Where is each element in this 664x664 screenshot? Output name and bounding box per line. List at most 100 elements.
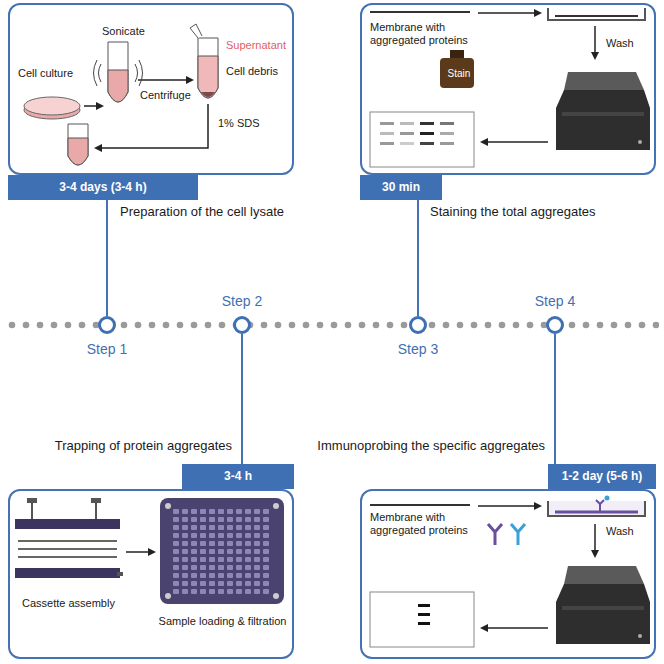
scanner [556, 584, 650, 644]
step-marker: Step 1 [98, 316, 116, 334]
illustration-part [420, 142, 434, 145]
dot-blot-apparatus [273, 593, 279, 599]
centrifuge-tube [198, 56, 218, 98]
scanner [562, 112, 644, 116]
process-panel: 3-4 days (3-4 h)Preparation of the cell … [8, 3, 294, 175]
text-label: Centrifuge [140, 89, 191, 102]
centrifuge-tube [190, 24, 218, 98]
process-arrow [96, 104, 208, 148]
dot-blot-apparatus [160, 498, 284, 604]
connector-line [417, 200, 419, 316]
step-label: Step 1 [87, 341, 127, 357]
cassette [27, 498, 37, 503]
tray [555, 511, 638, 514]
process-arrow [482, 141, 548, 143]
process-panel: 30 minStaining the total aggregatesMembr… [360, 3, 656, 175]
process-arrow [138, 79, 192, 81]
illustration-part [440, 132, 454, 135]
illustration-part [420, 122, 434, 125]
illustration-part [440, 142, 454, 145]
antibody [488, 524, 502, 545]
antibody [511, 524, 525, 545]
cassette [31, 502, 33, 520]
blot-image [418, 622, 430, 625]
text-label: Wash [606, 37, 634, 50]
process-arrow [482, 627, 548, 629]
dot-blot-apparatus [172, 508, 272, 596]
scanner [638, 634, 642, 638]
connector-line [241, 334, 243, 464]
scanner [556, 72, 650, 150]
cassette [15, 568, 120, 578]
illustration-part [380, 122, 454, 145]
text-label: Membrane with aggregated proteins [370, 511, 488, 536]
scanner [564, 72, 644, 90]
lysate-tube [68, 138, 88, 165]
tray [548, 8, 645, 20]
text-label: Membrane with aggregated proteins [370, 21, 488, 46]
time-tab: 3-4 h [182, 464, 294, 489]
tray [548, 8, 645, 516]
sonication-tube [94, 60, 143, 86]
text-label: Cell culture [18, 67, 73, 80]
centrifuge-tube [198, 38, 218, 98]
step-marker: Step 2 [233, 316, 251, 334]
blot-image [418, 613, 430, 616]
centrifuge-tube [190, 24, 202, 38]
bottle-label: Stain [442, 68, 476, 80]
time-tab: 3-4 days (3-4 h) [8, 175, 198, 200]
process-arrow [84, 80, 208, 148]
process-arrow [126, 551, 154, 553]
cassette [18, 548, 117, 550]
cassette [15, 498, 123, 578]
connector-line [554, 334, 556, 464]
process-arrow [594, 524, 596, 556]
cell-culture-dish [24, 97, 80, 119]
illustration-part [400, 122, 414, 125]
blot-image [418, 604, 430, 607]
step-title: Staining the total aggregates [430, 205, 596, 220]
step-marker: Step 3 [409, 316, 427, 334]
text-label: Sonicate [102, 25, 145, 38]
lysate-tube [68, 124, 88, 165]
scanner [562, 606, 644, 610]
process-panel: 1-2 day (5-6 h)Immunoprobing the specifi… [360, 489, 656, 659]
step-title: Immunoprobing the specific aggregates [317, 439, 545, 454]
scanner [638, 140, 642, 144]
centrifuge-tube [201, 92, 215, 97]
stain-bottle [450, 50, 464, 58]
time-tab: 1-2 day (5-6 h) [548, 464, 656, 489]
illustration-part [380, 122, 394, 125]
blot-image [370, 112, 474, 167]
process-arrow [478, 12, 540, 14]
scanner [556, 90, 650, 150]
step-marker: Step 4 [546, 316, 564, 334]
dot-blot-apparatus [273, 503, 279, 509]
text-label: Cell debris [226, 65, 278, 78]
process-arrow [594, 26, 596, 58]
dot-blot-apparatus [160, 498, 284, 604]
text-label: Wash [606, 525, 634, 538]
text-label: Cassette assembly [22, 597, 117, 610]
text-label: 1% SDS [218, 117, 260, 130]
text-label: Supernatant [226, 39, 286, 52]
illustration-part [440, 122, 454, 125]
process-arrow [478, 505, 540, 507]
tray [555, 15, 638, 17]
step-label: Step 2 [222, 293, 262, 309]
step-label: Step 4 [535, 293, 575, 309]
lysate-tube [68, 124, 88, 165]
scanner [556, 566, 650, 644]
tray [548, 501, 645, 516]
membrane [370, 504, 470, 506]
cassette [117, 572, 123, 576]
text-label: Sample loading & filtration [155, 615, 290, 628]
tray [605, 496, 610, 501]
cell-culture-dish [24, 97, 80, 115]
process-panel: 3-4 hTrapping of protein aggregatesCasse… [8, 489, 294, 659]
scanner [564, 566, 644, 584]
antibody [488, 524, 525, 545]
connector-line [106, 200, 108, 316]
illustration-part [380, 132, 394, 135]
